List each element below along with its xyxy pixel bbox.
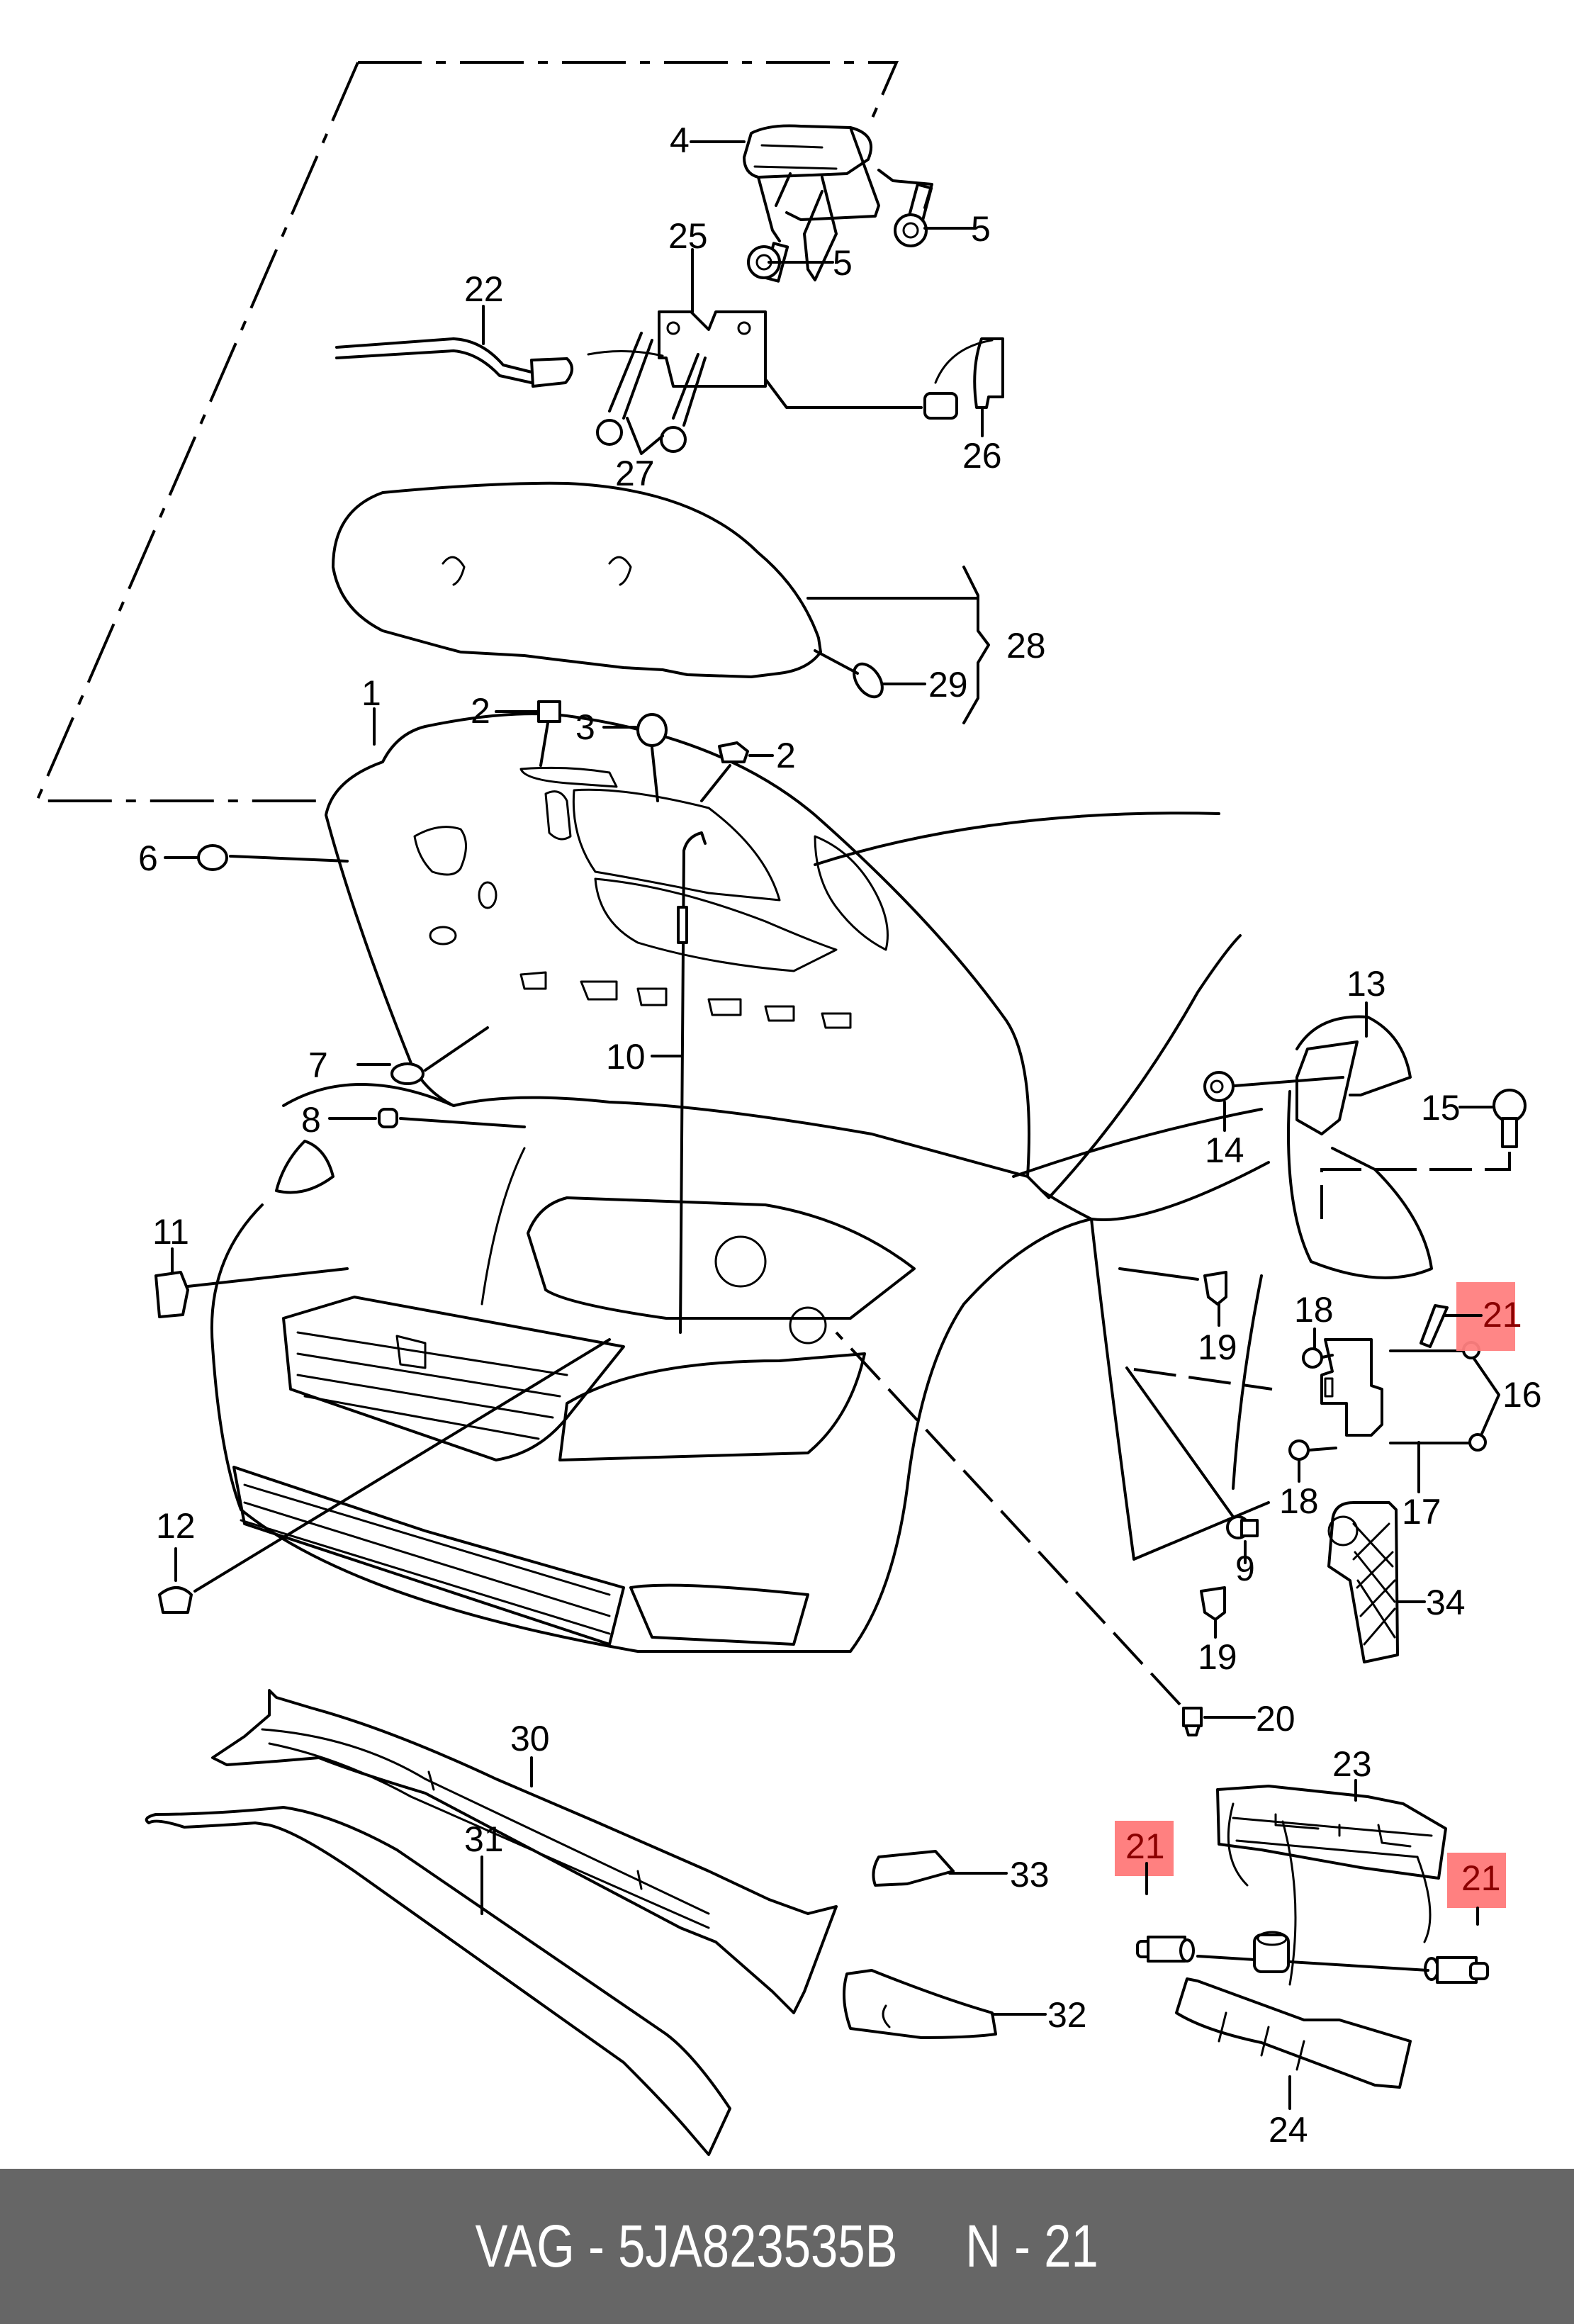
- part-clip-20[interactable]: [1182, 1707, 1203, 1736]
- part-switch-21-left[interactable]: [1136, 1936, 1195, 1963]
- callout-29: 29: [928, 665, 968, 705]
- part-nut-14[interactable]: [1203, 1071, 1235, 1102]
- callout-21b: 21: [1125, 1826, 1165, 1866]
- callout-5b: 5: [971, 209, 991, 249]
- part-cover-33[interactable]: [872, 1850, 955, 1887]
- callout-5a: 5: [833, 243, 853, 283]
- part-clip-29[interactable]: [848, 659, 888, 702]
- callout-21a: 21: [1483, 1295, 1522, 1335]
- callout-6: 6: [138, 838, 158, 878]
- callout-13: 13: [1347, 964, 1386, 1004]
- callout-7: 7: [308, 1045, 328, 1085]
- callout-32: 32: [1047, 1995, 1087, 2035]
- callout-19a: 19: [1198, 1327, 1237, 1367]
- footer-part-info: VAG - 5JA823535B N - 21: [476, 2212, 1098, 2281]
- part-clip-19b[interactable]: [1200, 1586, 1226, 1621]
- callout-10: 10: [606, 1037, 646, 1077]
- part-bolt-15[interactable]: [1493, 1089, 1527, 1148]
- callout-30: 30: [510, 1719, 550, 1758]
- part-switch-cover-23[interactable]: [1216, 1785, 1447, 1880]
- callout-24: 24: [1269, 2110, 1308, 2150]
- part-buffer-2a[interactable]: [537, 700, 561, 723]
- footer-gap: [898, 2213, 966, 2279]
- callout-2a: 2: [471, 691, 490, 731]
- callout-14: 14: [1205, 1130, 1244, 1170]
- callout-20: 20: [1256, 1699, 1295, 1739]
- part-hood-lock[interactable]: [658, 310, 767, 388]
- callout-8: 8: [301, 1100, 321, 1140]
- part-buffer-3[interactable]: [636, 713, 668, 747]
- footer-bar: VAG - 5JA823535B N - 21: [0, 2169, 1574, 2324]
- callout-28: 28: [1006, 626, 1046, 666]
- part-bolt-5b[interactable]: [894, 183, 933, 247]
- highlight-21-lower-left[interactable]: 21: [1115, 1821, 1174, 1894]
- callout-4: 4: [670, 120, 690, 160]
- callout-1: 1: [361, 673, 381, 713]
- part-bolt-9[interactable]: [1226, 1515, 1259, 1539]
- part-bolt-18a[interactable]: [1302, 1347, 1323, 1369]
- callout-31: 31: [464, 1819, 504, 1859]
- callout-26: 26: [962, 436, 1002, 476]
- part-switch-21-right[interactable]: [1424, 1956, 1489, 1984]
- group-frame-top: [358, 61, 899, 128]
- part-hinge-bracket-13[interactable]: [1287, 1015, 1433, 1279]
- callout-16: 16: [1502, 1375, 1542, 1415]
- part-bolt-18b[interactable]: [1288, 1439, 1310, 1461]
- part-hood-insulation[interactable]: [332, 481, 822, 678]
- part-clip-11[interactable]: [154, 1271, 189, 1318]
- part-switch-trim-24[interactable]: [1175, 1977, 1412, 2089]
- part-hood-release-handle[interactable]: [743, 124, 880, 281]
- part-grommet-7[interactable]: [390, 1062, 425, 1085]
- footer-position: N - 21: [965, 2213, 1099, 2279]
- callout-21c: 21: [1461, 1858, 1501, 1898]
- callout-18b: 18: [1279, 1481, 1319, 1521]
- part-buffer-6[interactable]: [197, 844, 228, 871]
- part-hood-contact-switch-bracket-17[interactable]: [1320, 1338, 1383, 1437]
- part-buffer-8[interactable]: [378, 1108, 398, 1128]
- parts-diagram: 4 5 5 25 22 26 27: [34, 61, 1542, 2156]
- car-body: [210, 812, 1270, 1653]
- callout-33: 33: [1010, 1855, 1050, 1894]
- part-plenum-panel[interactable]: [211, 1689, 838, 2014]
- callout-19b: 19: [1198, 1637, 1237, 1677]
- part-clip-12[interactable]: [158, 1586, 193, 1614]
- footer-brand: VAG: [475, 2213, 575, 2279]
- footer-separator: -: [575, 2213, 619, 2279]
- callout-2b: 2: [776, 736, 796, 775]
- part-clip-19a[interactable]: [1203, 1271, 1227, 1306]
- highlight-21-lower-right[interactable]: 21: [1447, 1853, 1506, 1908]
- part-hood[interactable]: [325, 712, 1030, 1178]
- callout-15: 15: [1421, 1088, 1461, 1128]
- part-plenum-seal[interactable]: [145, 1806, 731, 2156]
- callout-22: 22: [464, 269, 504, 309]
- callout-23: 23: [1332, 1744, 1372, 1784]
- callout-18a: 18: [1294, 1290, 1334, 1330]
- part-hood-prop-rod[interactable]: [677, 831, 707, 1334]
- callout-9: 9: [1235, 1549, 1255, 1588]
- footer-part-number: 5JA823535B: [618, 2213, 898, 2279]
- callout-17: 17: [1402, 1492, 1441, 1532]
- part-trim-34[interactable]: [1327, 1501, 1399, 1663]
- callout-27: 27: [615, 454, 655, 493]
- part-actuator-rod[interactable]: [1196, 1931, 1429, 1973]
- part-cover-32[interactable]: [843, 1969, 997, 2039]
- callout-34: 34: [1426, 1583, 1466, 1622]
- highlight-21-top[interactable]: 21: [1444, 1282, 1522, 1351]
- part-release-cable[interactable]: [335, 337, 664, 388]
- group-frame-left: [34, 62, 510, 802]
- part-bolts-27[interactable]: [596, 332, 707, 453]
- callout-12: 12: [156, 1506, 196, 1546]
- callout-3: 3: [575, 707, 595, 747]
- callout-25: 25: [668, 216, 708, 256]
- part-cable-bracket-26[interactable]: [934, 337, 1004, 409]
- part-buffer-2b[interactable]: [718, 741, 749, 763]
- callout-11: 11: [152, 1212, 189, 1252]
- part-hood-contact-switch-21[interactable]: [1420, 1304, 1449, 1348]
